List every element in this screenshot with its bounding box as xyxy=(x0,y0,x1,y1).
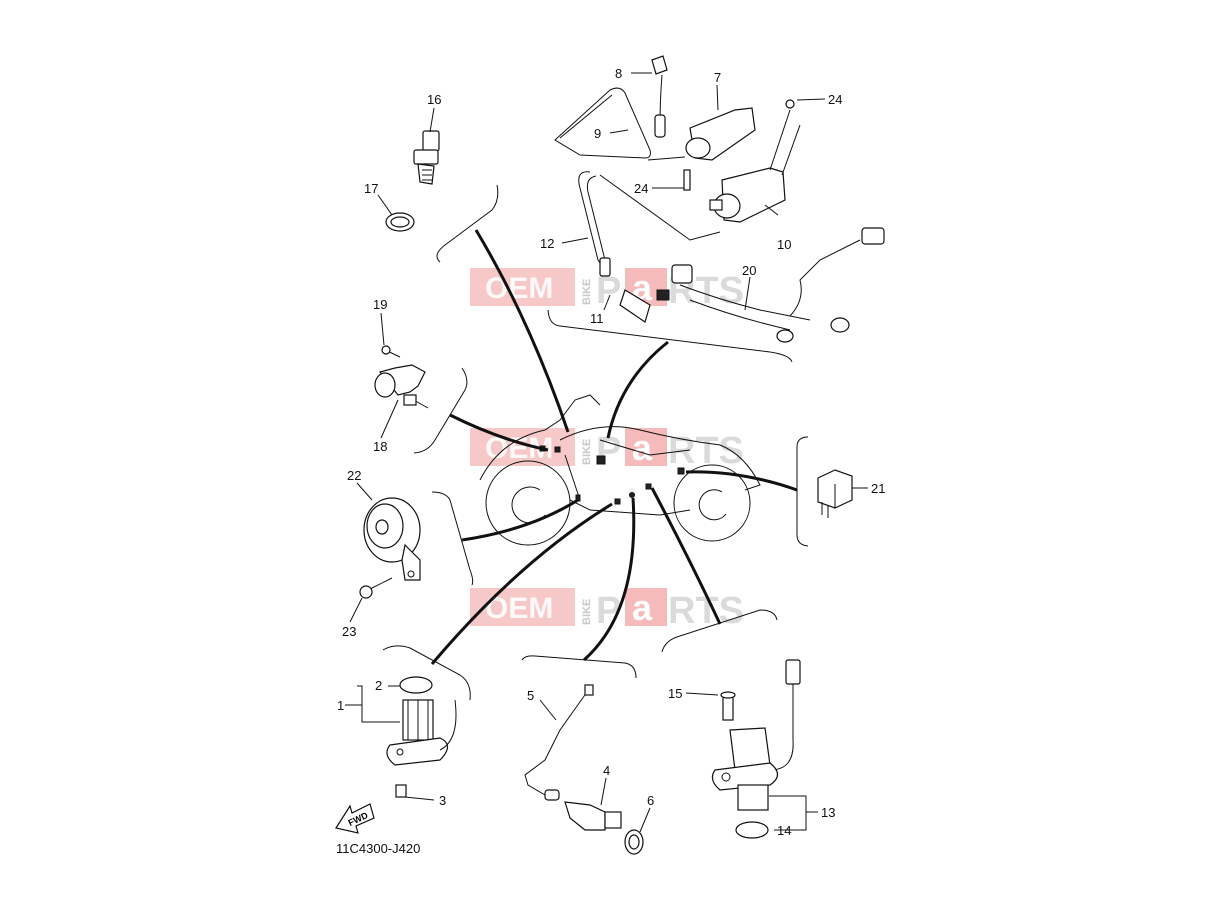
callout-18: 18 xyxy=(373,439,387,454)
svg-text:OEM: OEM xyxy=(485,272,553,305)
callout-5: 5 xyxy=(527,688,534,703)
callout-21: 21 xyxy=(871,481,885,496)
callout-numbers: 8 7 9 24 24 10 12 11 20 16 17 19 18 21 2… xyxy=(337,66,885,838)
callout-22: 22 xyxy=(347,468,361,483)
ignition-coil-front xyxy=(554,55,756,161)
callout-6: 6 xyxy=(647,793,654,808)
diagram-reference-id: 11C4300-J420 xyxy=(336,841,420,856)
speed-sensor xyxy=(386,676,457,798)
wire-harness xyxy=(656,227,885,343)
relay xyxy=(817,469,853,518)
callout-3: 3 xyxy=(439,793,446,808)
ignition-coil-rear xyxy=(578,99,801,323)
callout-24-mid: 24 xyxy=(634,181,648,196)
callout-16: 16 xyxy=(427,92,441,107)
callout-23: 23 xyxy=(342,624,356,639)
callout-24-top: 24 xyxy=(828,92,842,107)
svg-text:BIKE: BIKE xyxy=(581,599,593,625)
callout-2: 2 xyxy=(375,678,382,693)
horn xyxy=(359,497,421,599)
callout-4: 4 xyxy=(603,763,610,778)
callout-13: 13 xyxy=(821,805,835,820)
position-sensor xyxy=(374,345,429,409)
callout-1: 1 xyxy=(337,698,344,713)
callout-leaders xyxy=(345,72,868,833)
svg-text:P: P xyxy=(596,270,621,312)
callout-19: 19 xyxy=(373,297,387,312)
crank-sensor xyxy=(711,659,801,839)
leader-lines xyxy=(382,184,809,701)
svg-text:BIKE: BIKE xyxy=(581,439,593,465)
temperature-sensor xyxy=(413,130,440,185)
watermark-bottom: OEM BIKE P a RTS xyxy=(470,587,744,632)
watermark-middle: OEM BIKE P a RTS xyxy=(470,427,744,472)
callout-12: 12 xyxy=(540,236,554,251)
callout-10: 10 xyxy=(777,237,791,252)
svg-text:OEM: OEM xyxy=(485,592,553,625)
oxygen-sensor xyxy=(524,684,644,855)
callout-8: 8 xyxy=(615,66,622,81)
callout-9: 9 xyxy=(594,126,601,141)
fwd-arrow-icon: FWD xyxy=(335,803,375,834)
svg-text:a: a xyxy=(632,587,653,628)
callout-14: 14 xyxy=(777,823,791,838)
callout-11: 11 xyxy=(590,311,604,326)
gasket-washer xyxy=(385,212,415,232)
callout-20: 20 xyxy=(742,263,756,278)
svg-text:BIKE: BIKE xyxy=(581,279,593,305)
svg-text:a: a xyxy=(632,427,653,468)
callout-7: 7 xyxy=(714,70,721,85)
callout-15: 15 xyxy=(668,686,682,701)
callout-17: 17 xyxy=(364,181,378,196)
